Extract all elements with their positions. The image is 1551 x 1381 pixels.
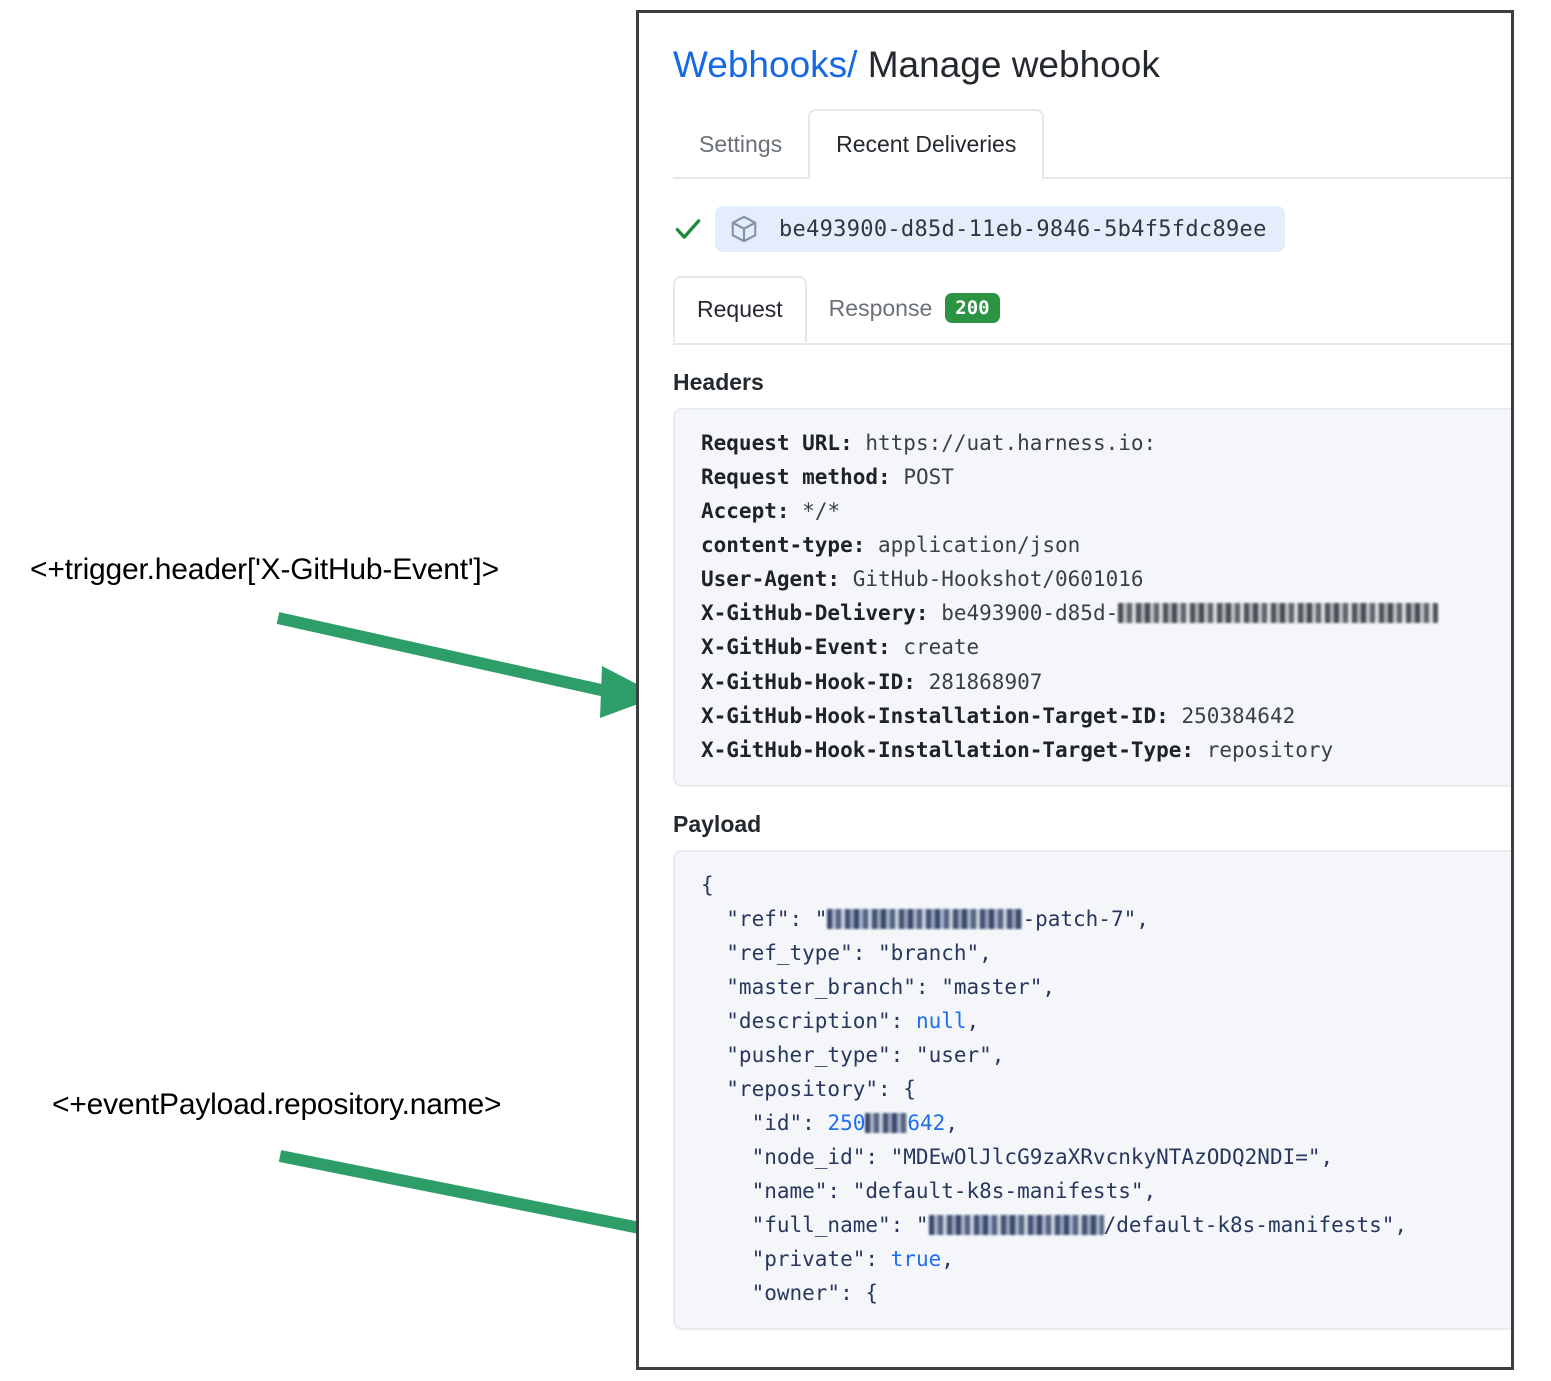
header-key: X-GitHub-Delivery: <box>701 601 929 626</box>
header-value: create <box>903 635 980 660</box>
status-badge: 200 <box>945 293 1000 324</box>
header-value: POST <box>903 465 954 490</box>
check-icon <box>675 219 701 240</box>
headers-codebox: Request URL: https://uat.harness.io: Req… <box>673 408 1511 787</box>
header-key: User-Agent: <box>701 567 841 592</box>
breadcrumb-separator: / <box>847 44 858 85</box>
delivery-row[interactable]: be493900-d85d-11eb-9846-5b4f5fdc89ee <box>673 205 1511 253</box>
header-value: 281868907 <box>928 669 1043 694</box>
header-value: */* <box>802 499 841 524</box>
subtab-request-label: Request <box>697 296 783 323</box>
header-value: 250384642 <box>1181 703 1296 728</box>
header-value-visible-prefix: be493900-d85d- <box>941 601 1119 626</box>
header-value: repository <box>1206 737 1334 762</box>
json-literal-true: true <box>890 1246 942 1271</box>
headers-section-label: Headers <box>673 369 764 396</box>
redacted-full-name-owner <box>928 1214 1104 1235</box>
cube-icon <box>731 216 757 243</box>
tab-recent-deliveries[interactable]: Recent Deliveries <box>808 109 1045 180</box>
annotation-arrow-to-header <box>276 612 660 718</box>
header-value: application/json <box>878 533 1081 558</box>
page-title: Webhooks/ Manage webhook <box>673 13 1511 87</box>
header-key: Request method: <box>701 465 891 490</box>
webhook-detail-card: Webhooks/ Manage webhook Settings Recent … <box>636 10 1514 1370</box>
main-tabstrip: Settings Recent Deliveries <box>673 109 1511 180</box>
json-literal-null: null <box>915 1008 967 1033</box>
header-key: X-GitHub-Hook-Installation-Target-ID: <box>701 703 1169 728</box>
header-key: content-type: <box>701 533 866 558</box>
redacted-id-digits <box>865 1112 908 1133</box>
header-key: X-GitHub-Hook-Installation-Target-Type: <box>701 737 1195 762</box>
annotation-header-expression: <+trigger.header['X-GitHub-Event']> <box>30 553 499 586</box>
delivery-id-pill[interactable]: be493900-d85d-11eb-9846-5b4f5fdc89ee <box>715 206 1285 253</box>
tab-settings[interactable]: Settings <box>699 131 783 158</box>
header-key: Request URL: <box>701 431 853 456</box>
breadcrumb-webhooks-link[interactable]: Webhooks <box>673 44 848 85</box>
header-key: X-GitHub-Hook-ID: <box>701 669 916 694</box>
payload-codebox: { "ref": "-patch-7", "ref_type": "branch… <box>673 849 1511 1330</box>
subtab-response-label: Response <box>828 294 933 321</box>
annotation-payload-expression: <+eventPayload.repository.name> <box>52 1088 502 1121</box>
header-value: https://uat.harness.io: <box>865 431 1157 456</box>
redacted-delivery-id <box>1118 603 1439 624</box>
redacted-ref-owner <box>827 908 1023 929</box>
header-key: X-GitHub-Event: <box>701 635 891 660</box>
payload-section-label: Payload <box>673 810 762 837</box>
breadcrumb-current: Manage webhook <box>867 44 1160 85</box>
request-response-tabstrip: Request Response 200 <box>673 275 1511 346</box>
header-key: Accept: <box>701 499 790 524</box>
delivery-guid: be493900-d85d-11eb-9846-5b4f5fdc89ee <box>779 216 1267 242</box>
subtab-request[interactable]: Request <box>673 276 807 343</box>
subtab-response[interactable]: Response 200 <box>807 275 1022 340</box>
header-value: GitHub-Hookshot/0601016 <box>852 567 1144 592</box>
